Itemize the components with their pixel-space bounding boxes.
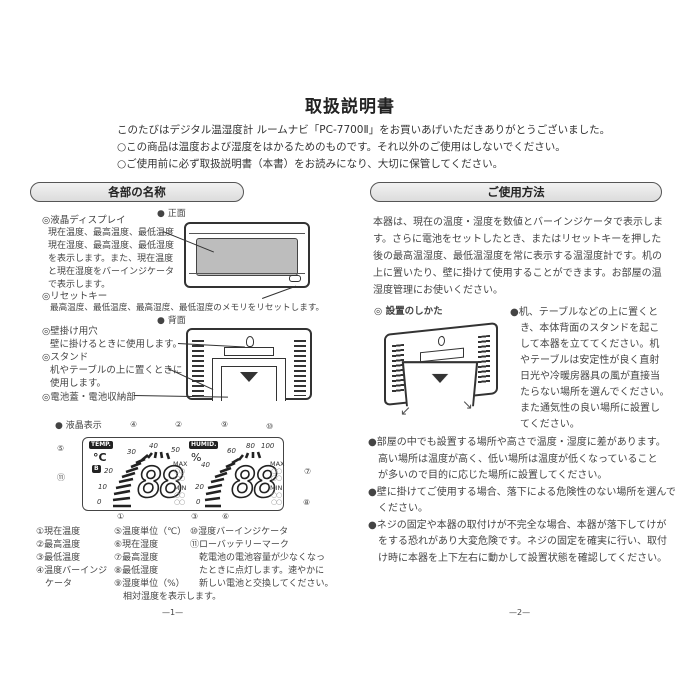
temp-scale-10: 10 <box>98 483 107 491</box>
temp-scale-20: 20 <box>104 467 113 475</box>
callout-6: ⑥ <box>222 512 230 521</box>
usage-body: 本器は、現在の温度・湿度を数値とバーインジケータで表示します。さらに電池をセット… <box>373 217 663 296</box>
callout-4: ④ <box>130 420 138 429</box>
temp-scale-40: 40 <box>149 442 158 450</box>
install-notes: ●机、テーブルなどの上に置くと き、本体背面のスタンドを起こ して本器を立ててく… <box>510 307 670 430</box>
device-front-illustration <box>184 222 310 288</box>
intro-line-1: このたびはデジタル温湿度計 ルームナビ「PC-7700Ⅱ」をお買いあげいただきあ… <box>117 124 611 136</box>
temp-digits: 88 <box>136 458 185 507</box>
page-number-2: —2— <box>509 608 531 617</box>
battery-cover <box>221 366 277 401</box>
callout-7: ⑦ <box>304 467 312 476</box>
temp-min-label: MIN <box>174 484 187 492</box>
callout-9: ⑨ <box>221 420 229 429</box>
document-title: 取扱説明書 <box>305 97 395 117</box>
humid-scale-0: 0 <box>196 498 201 506</box>
callout-5: ⑤ <box>57 444 65 453</box>
humid-scale-80: 80 <box>246 442 255 450</box>
intro-line-3: ○ご使用前に必ず取扱説明書（本書）をお読みになり、大切に保管してください。 <box>117 158 504 170</box>
callout-2: ② <box>175 420 183 429</box>
wall-hanging-hole <box>246 336 254 347</box>
section-header-usage: ご使用方法 <box>370 182 662 202</box>
stand-desc-2: 使用します。 <box>50 378 107 389</box>
device-back-illustration <box>186 328 312 401</box>
temp-bar-indicator <box>112 451 171 508</box>
temp-scale-0: 0 <box>97 498 102 506</box>
temp-scale-50: 50 <box>171 446 180 454</box>
humid-badge: HUMID. <box>189 441 219 449</box>
wall-hole-label: ◎壁掛け用穴 <box>42 326 98 337</box>
humid-scale-40: 40 <box>201 461 210 469</box>
temp-unit: °C <box>93 451 107 464</box>
reset-key-desc: 最高温度、最低温度、最高湿度、最低湿度のメモリをリセットします。 <box>50 303 325 313</box>
lcd-heading: ● 液晶表示 <box>55 421 102 431</box>
lcd-diagram: TEMP. °C B 0 10 20 30 40 50 88 MAX ○○○○ … <box>82 437 285 511</box>
section-header-parts: 各部の名称 <box>30 182 244 202</box>
humid-unit: % <box>191 451 202 464</box>
stand-label: ◎スタンド <box>42 352 89 363</box>
install-illustration: ↙ ↘ <box>378 318 498 419</box>
back-heading: ● 背面 <box>157 316 186 326</box>
callout-11: ⑪ <box>57 473 65 482</box>
humid-max-label: MAX <box>270 460 285 468</box>
lcd-window <box>196 238 298 276</box>
callout-1: ① <box>117 512 125 521</box>
callout-8: ⑧ <box>303 498 311 507</box>
front-heading: ● 正面 <box>157 209 186 219</box>
callout-3: ③ <box>191 512 199 521</box>
install-heading: ◎ 設置のしかた <box>374 306 443 317</box>
humid-scale-20: 20 <box>195 483 204 491</box>
caution-notes: ●部屋の中でも設置する場所や高さで温度・湿度に差があります。 高い場所は温度が高… <box>368 437 676 564</box>
humid-scale-60: 60 <box>227 447 236 455</box>
battery-cover-label: ◎電池蓋・電池収納部 <box>42 392 136 403</box>
lcd-desc-5: で表示します。 <box>48 280 111 290</box>
temp-max-label: MAX <box>173 460 188 468</box>
intro-line-2: ○この商品は温度および湿度をはかるためのものです。それ以外のご使用はしないでくだ… <box>117 141 566 153</box>
reset-key <box>289 275 301 282</box>
temp-badge: TEMP. <box>89 441 113 449</box>
stand-desc-1: 机やテーブルの上に置くときに <box>50 365 183 376</box>
lcd-display-label: ◎液晶ディスプレイ <box>42 215 126 226</box>
reset-key-label: ◎リセットキー <box>42 291 108 302</box>
humid-bar-indicator <box>204 451 262 508</box>
low-battery-mark: B <box>92 465 101 473</box>
humid-min-label: MIN <box>270 484 283 492</box>
lcd-desc-3: を表示します。また、現在温度 <box>48 254 174 264</box>
page-number-1: —1— <box>162 608 184 617</box>
temp-scale-30: 30 <box>127 448 136 456</box>
callout-10: ⑩ <box>266 422 274 431</box>
lcd-desc-2: 現在湿度、最高湿度、最低湿度 <box>48 241 175 251</box>
humid-scale-100: 100 <box>261 442 275 450</box>
lcd-desc-4: と現在湿度をバーインジケータ <box>48 267 175 277</box>
lcd-desc-1: 現在温度、最高温度、最低温度 <box>48 228 175 238</box>
wall-hole-desc: 壁に掛けるときに使用します。 <box>50 339 183 350</box>
humid-digits: 88 <box>230 458 279 507</box>
